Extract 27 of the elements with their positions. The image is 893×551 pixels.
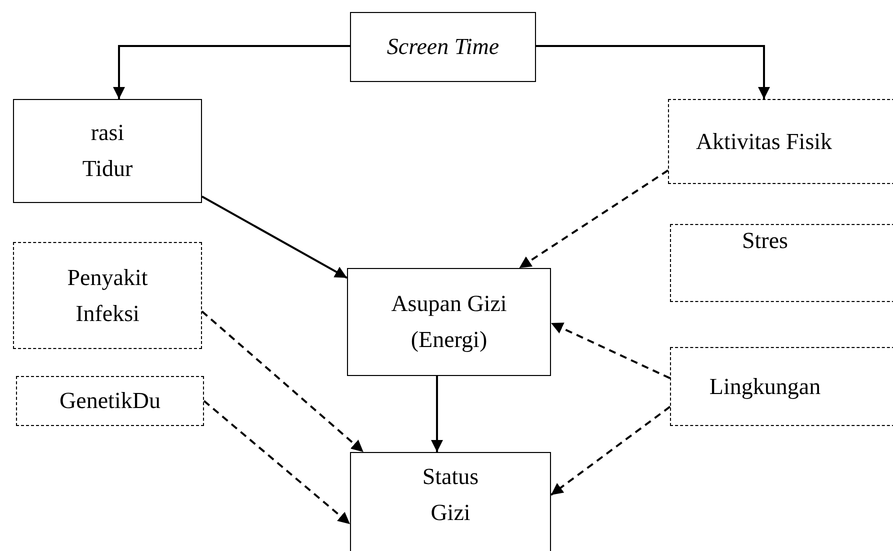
dashed-factor-box bbox=[16, 376, 204, 426]
arrow bbox=[550, 322, 670, 380]
arrow bbox=[201, 310, 364, 453]
node-label: Asupan Gizi (Energi) bbox=[390, 290, 508, 354]
node-label: Screen Time bbox=[386, 33, 500, 62]
dashed-factor-box bbox=[670, 347, 893, 426]
node-label: Status Gizi bbox=[421, 463, 480, 527]
arrow bbox=[203, 400, 351, 525]
factor-box bbox=[347, 268, 551, 376]
node-label: Lingkungan bbox=[709, 372, 821, 401]
dashed-factor-box bbox=[13, 242, 202, 349]
arrow bbox=[113, 45, 350, 99]
arrow bbox=[536, 45, 770, 99]
node-label: Aktivitas Fisik bbox=[696, 128, 832, 156]
factor-box bbox=[350, 452, 551, 551]
dashed-factor-box bbox=[668, 99, 893, 184]
arrow bbox=[202, 196, 348, 279]
arrow bbox=[431, 376, 443, 452]
node-label: Stres bbox=[742, 227, 788, 256]
dashed-factor-box bbox=[670, 224, 893, 302]
arrow bbox=[518, 170, 669, 269]
arrow bbox=[550, 406, 671, 496]
node-label: rasi Tidur bbox=[81, 119, 134, 183]
node-label: GenetikDu bbox=[60, 387, 160, 416]
factor-box bbox=[13, 99, 202, 203]
node-label: Penyakit Infeksi bbox=[66, 264, 149, 328]
factor-box bbox=[350, 12, 536, 82]
